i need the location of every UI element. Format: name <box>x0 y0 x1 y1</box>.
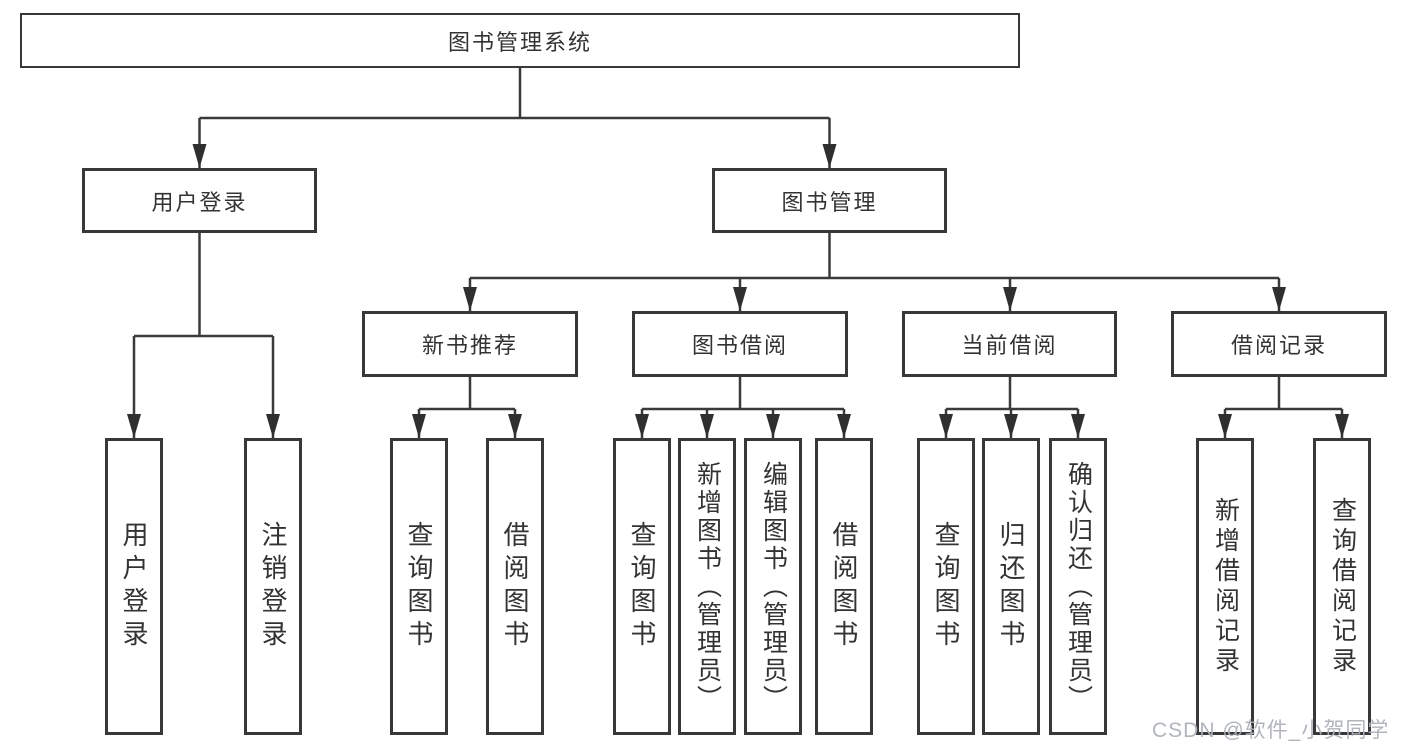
leaf-query-borrow-record: 查询借阅记录 <box>1313 438 1371 735</box>
node-label: 新增图书（管理员） <box>693 460 722 713</box>
node-label: 用户登录 <box>119 520 149 653</box>
node-new-book-recommendation: 新书推荐 <box>362 311 578 377</box>
node-current-borrowing: 当前借阅 <box>902 311 1117 377</box>
leaf-user-login: 用户登录 <box>105 438 163 735</box>
node-book-management: 图书管理 <box>712 168 947 233</box>
leaf-logout-login: 注销登录 <box>244 438 302 735</box>
node-label: 借阅图书 <box>829 520 859 653</box>
node-label: 新书推荐 <box>421 333 518 358</box>
node-label: 图书管理 <box>781 189 878 215</box>
leaf-query-books-current: 查询图书 <box>917 438 975 735</box>
leaf-confirm-return-admin: 确认归还（管理员） <box>1049 438 1107 735</box>
leaf-add-borrow-record: 新增借阅记录 <box>1196 438 1254 735</box>
leaf-borrow-books-borrowing: 借阅图书 <box>815 438 873 735</box>
node-label: 借阅图书 <box>500 520 530 653</box>
leaf-borrow-books-recommend: 借阅图书 <box>486 438 544 735</box>
node-borrowing-records: 借阅记录 <box>1171 311 1387 377</box>
leaf-add-books-admin: 新增图书（管理员） <box>678 438 736 735</box>
node-book-borrowing: 图书借阅 <box>632 311 848 377</box>
arrowheads <box>127 144 1349 438</box>
node-label: 图书管理系统 <box>447 29 592 55</box>
leaf-edit-books-admin: 编辑图书（管理员） <box>744 438 802 735</box>
node-library-management-system: 图书管理系统 <box>20 13 1020 68</box>
leaf-query-books-recommend: 查询图书 <box>390 438 448 735</box>
leaf-return-books: 归还图书 <box>982 438 1040 735</box>
node-label: 用户登录 <box>151 189 248 215</box>
node-label: 查询图书 <box>404 520 434 653</box>
node-label: 查询借阅记录 <box>1328 496 1357 677</box>
node-label: 查询图书 <box>931 520 961 653</box>
node-user-login: 用户登录 <box>82 168 317 233</box>
node-label: 归还图书 <box>996 520 1026 653</box>
node-label: 编辑图书（管理员） <box>759 460 788 713</box>
node-label: 确认归还（管理员） <box>1064 460 1093 713</box>
leaf-query-books-borrowing: 查询图书 <box>613 438 671 735</box>
node-label: 借阅记录 <box>1230 333 1327 358</box>
node-label: 新增借阅记录 <box>1211 496 1240 677</box>
node-label: 图书借阅 <box>691 333 788 358</box>
node-label: 查询图书 <box>627 520 657 653</box>
node-label: 注销登录 <box>258 520 288 653</box>
node-label: 当前借阅 <box>961 333 1058 358</box>
csdn-watermark: CSDN @软件_小贺同学 <box>1152 719 1390 742</box>
